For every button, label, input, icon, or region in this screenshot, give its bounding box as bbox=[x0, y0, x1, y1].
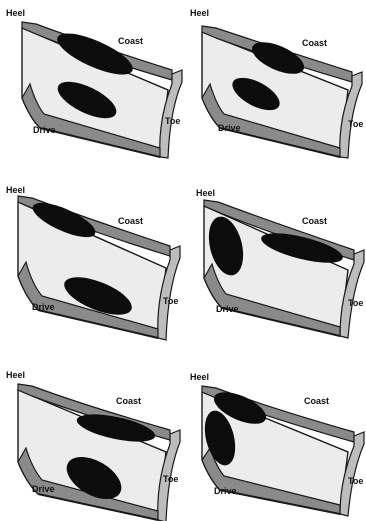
drive-label: Drive bbox=[32, 484, 55, 494]
panel-4: Heel Coast Toe Drive bbox=[196, 188, 364, 338]
tooth-toe-side bbox=[158, 246, 180, 340]
heel-label: Heel bbox=[6, 8, 25, 18]
heel-label: Heel bbox=[6, 185, 25, 195]
panel-3: Heel Coast Toe Drive bbox=[6, 185, 180, 340]
drive-label: Drive bbox=[33, 125, 56, 135]
drive-label: Drive bbox=[32, 302, 55, 312]
coast-label: Coast bbox=[304, 396, 329, 406]
heel-label: Heel bbox=[6, 370, 25, 380]
coast-label: Coast bbox=[116, 396, 141, 406]
drive-label: Drive bbox=[214, 486, 237, 496]
heel-label: Heel bbox=[190, 8, 209, 18]
drive-label: Drive bbox=[216, 304, 239, 314]
heel-label: Heel bbox=[190, 372, 209, 382]
toe-label: Toe bbox=[165, 116, 180, 126]
tooth-toe-side bbox=[340, 72, 362, 158]
coast-label: Coast bbox=[302, 216, 327, 226]
toe-label: Toe bbox=[163, 296, 178, 306]
panel-6: Heel Coast Toe Drive bbox=[190, 372, 364, 516]
drive-label: Drive bbox=[218, 123, 241, 133]
coast-label: Coast bbox=[118, 36, 143, 46]
panel-1: Heel Coast Toe Drive bbox=[6, 8, 182, 158]
toe-label: Toe bbox=[163, 474, 178, 484]
coast-label: Coast bbox=[118, 216, 143, 226]
toe-label: Toe bbox=[348, 298, 363, 308]
tooth-toe-side bbox=[160, 70, 182, 158]
panel-2: Heel Coast Toe Drive bbox=[190, 8, 363, 158]
panel-5: Heel Coast Toe Drive bbox=[6, 370, 180, 521]
coast-label: Coast bbox=[302, 38, 327, 48]
heel-label: Heel bbox=[196, 188, 215, 198]
toe-label: Toe bbox=[348, 476, 363, 486]
toe-label: Toe bbox=[348, 119, 363, 129]
